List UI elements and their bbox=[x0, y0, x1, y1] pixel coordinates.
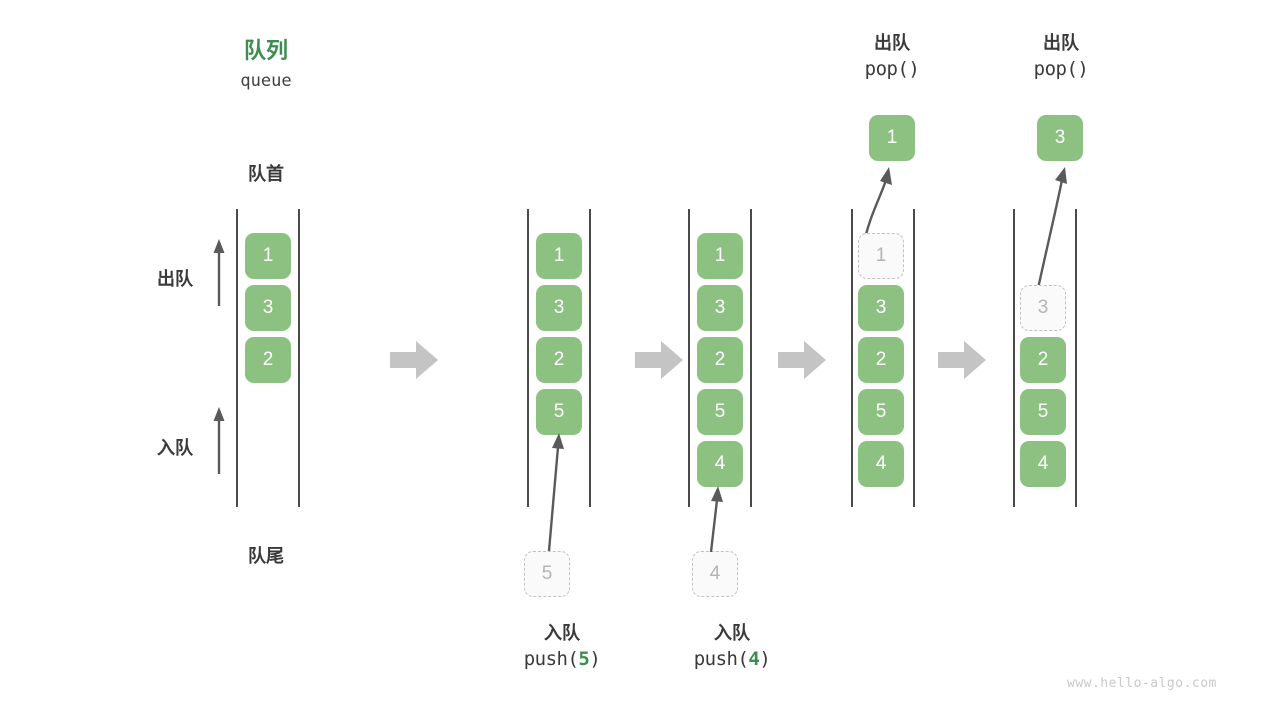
caption-push-5: 入队 push(5) bbox=[488, 620, 636, 674]
caption-code: push(4) bbox=[693, 648, 771, 671]
caption-pop-1: 出队 pop() bbox=[818, 30, 966, 84]
popped-element: 3 bbox=[1037, 115, 1083, 161]
step-arrow-icon bbox=[938, 341, 986, 379]
queue-element: 3 bbox=[858, 285, 904, 331]
enqueue-motion-arrow-icon bbox=[547, 433, 564, 552]
queue-element: 4 bbox=[858, 441, 904, 487]
queue-rail-left bbox=[1013, 209, 1015, 507]
queue-element: 1 bbox=[697, 233, 743, 279]
ghost-removed-element: 1 bbox=[858, 233, 904, 279]
queue-element: 2 bbox=[245, 337, 291, 383]
queue-element: 4 bbox=[1020, 441, 1066, 487]
step-arrow-icon bbox=[390, 341, 438, 379]
label-queue-rear: 队尾 bbox=[248, 546, 284, 566]
label-queue-front: 队首 bbox=[248, 164, 284, 184]
enqueue-motion-arrow-icon bbox=[709, 486, 723, 553]
queue-rail-right bbox=[298, 209, 300, 507]
caption-cn: 入队 bbox=[714, 623, 750, 643]
caption-push-4: 入队 push(4) bbox=[658, 620, 806, 674]
watermark: www.hello-algo.com bbox=[1067, 676, 1217, 691]
queue-element: 1 bbox=[245, 233, 291, 279]
queue-element: 1 bbox=[536, 233, 582, 279]
caption-code: pop() bbox=[864, 58, 920, 81]
queue-rail-left bbox=[688, 209, 690, 507]
caption-cn: 入队 bbox=[544, 623, 580, 643]
caption-code: pop() bbox=[1033, 58, 1089, 81]
page-subtitle: queue bbox=[240, 71, 292, 91]
queue-rail-left bbox=[236, 209, 238, 507]
ghost-removed-element: 3 bbox=[1020, 285, 1066, 331]
queue-rail-right bbox=[1075, 209, 1077, 507]
queue-element-new: 4 bbox=[697, 441, 743, 487]
queue-element-new: 5 bbox=[536, 389, 582, 435]
ghost-input-element: 5 bbox=[524, 551, 570, 597]
label-dequeue-direction: 出队 bbox=[157, 269, 193, 289]
queue-element: 5 bbox=[1020, 389, 1066, 435]
step-arrow-icon bbox=[778, 341, 826, 379]
caption-cn: 出队 bbox=[1043, 33, 1079, 53]
queue-element: 5 bbox=[697, 389, 743, 435]
queue-rail-left bbox=[527, 209, 529, 507]
queue-element: 2 bbox=[697, 337, 743, 383]
queue-element: 2 bbox=[1020, 337, 1066, 383]
ghost-input-element: 4 bbox=[692, 551, 738, 597]
queue-element: 3 bbox=[536, 285, 582, 331]
enqueue-direction-arrow-icon bbox=[213, 407, 225, 474]
caption-code: push(5) bbox=[523, 648, 601, 671]
dequeue-direction-arrow-icon bbox=[213, 239, 225, 306]
queue-element: 2 bbox=[858, 337, 904, 383]
queue-rail-right bbox=[589, 209, 591, 507]
step-arrow-icon bbox=[635, 341, 683, 379]
dequeue-motion-arrow-icon bbox=[1034, 167, 1067, 299]
queue-rail-left bbox=[851, 209, 853, 507]
queue-element: 3 bbox=[697, 285, 743, 331]
popped-element: 1 bbox=[869, 115, 915, 161]
caption-pop-3: 出队 pop() bbox=[987, 30, 1135, 84]
page-title: 队列 bbox=[243, 38, 288, 63]
queue-rail-right bbox=[913, 209, 915, 507]
caption-cn: 出队 bbox=[874, 33, 910, 53]
queue-element: 2 bbox=[536, 337, 582, 383]
queue-element: 3 bbox=[245, 285, 291, 331]
queue-element: 5 bbox=[858, 389, 904, 435]
queue-rail-right bbox=[750, 209, 752, 507]
label-enqueue-direction: 入队 bbox=[157, 438, 193, 458]
